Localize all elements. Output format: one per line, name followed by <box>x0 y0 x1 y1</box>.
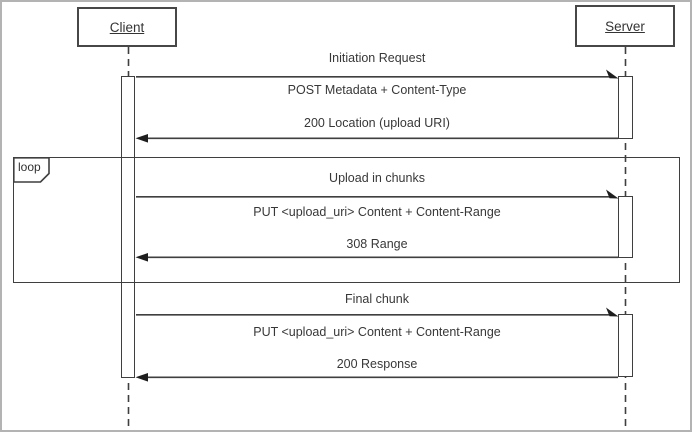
message-post-metadata-arrow <box>136 69 619 79</box>
arrowhead-right-icon <box>606 69 619 79</box>
server-activation-bar-1 <box>618 76 633 139</box>
message-label-200-location: 200 Location (upload URI) <box>304 116 450 130</box>
section-title-final-chunk: Final chunk <box>345 292 409 306</box>
loop-operator-label: loop <box>18 160 41 174</box>
section-title-initiation: Initiation Request <box>328 51 426 65</box>
message-label-308-range: 308 Range <box>346 237 408 251</box>
server-activation-bar-3 <box>618 314 633 377</box>
arrowhead-right-icon <box>606 307 619 317</box>
message-label-put-chunk: PUT <upload_uri> Content + Content-Range <box>253 205 501 219</box>
message-200-location-arrow <box>135 134 618 143</box>
section-title-upload-in-chunks: Upload in chunks <box>329 171 425 185</box>
message-label-post-metadata: POST Metadata + Content-Type <box>287 83 467 97</box>
actor-client-label: Client <box>109 19 145 35</box>
arrowhead-left-icon <box>135 134 148 143</box>
actor-client-box: Client <box>77 7 177 47</box>
message-label-200-response: 200 Response <box>336 357 418 371</box>
message-put-final-arrow <box>136 307 619 317</box>
actor-server-box: Server <box>575 5 675 47</box>
actor-server-label: Server <box>605 18 645 34</box>
message-200-response-arrow <box>135 373 618 382</box>
message-label-put-final: PUT <upload_uri> Content + Content-Range <box>253 325 501 339</box>
loop-frame <box>13 157 680 283</box>
arrowhead-left-icon <box>135 373 148 382</box>
